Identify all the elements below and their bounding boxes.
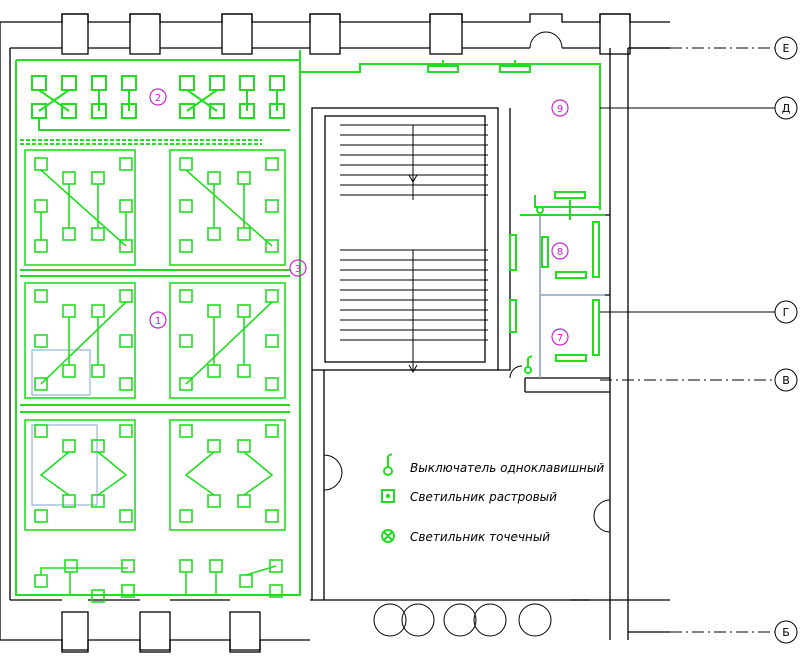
spot-luminaire-icon — [381, 529, 395, 543]
axis-labels: Е Д Г В Б — [782, 42, 791, 639]
legend-switch-label: Выключатель одноклавишный — [410, 461, 605, 475]
axis-label: Б — [782, 626, 790, 639]
axis-label: В — [782, 374, 790, 387]
room-tag-circle — [551, 328, 569, 346]
room-tag-circle — [551, 99, 569, 117]
room-tag-label: 2 — [155, 93, 161, 104]
room-tag-circle — [149, 311, 167, 329]
room-tag-label: 1 — [155, 316, 161, 327]
room-tag-label: 3 — [295, 264, 301, 275]
room-tag-label: 7 — [557, 333, 563, 344]
staircase — [340, 124, 488, 374]
grid-luminaire-icon — [381, 489, 395, 503]
partitions — [31, 215, 605, 506]
doors — [323, 31, 611, 637]
legend-spot-luminaire-label: Светильник точечный — [410, 530, 551, 544]
room-tag-label: 8 — [557, 247, 563, 258]
lighting-wiring — [15, 50, 605, 603]
axis-label: Г — [783, 306, 790, 319]
room-tag-labels: 1 2 3 7 8 9 — [155, 93, 563, 344]
building-walls — [0, 13, 670, 653]
room-tag-circle — [289, 259, 307, 277]
axis-label: Е — [783, 42, 790, 55]
room-tag-circle — [551, 242, 569, 260]
room-tag-label: 9 — [557, 104, 563, 115]
legend-symbols — [381, 453, 395, 543]
grid-axes — [600, 36, 798, 644]
axis-label: Д — [782, 102, 791, 115]
single-key-switch-icon — [383, 453, 393, 476]
room-tags — [149, 88, 569, 346]
room-tag-circle — [149, 88, 167, 106]
legend-grid-luminaire-label: Светильник растровый — [410, 490, 557, 504]
